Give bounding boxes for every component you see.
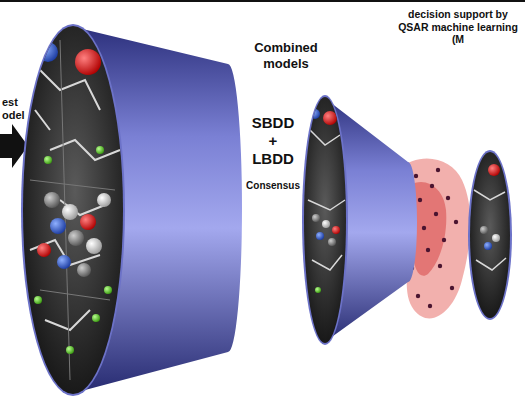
image-ground bbox=[468, 150, 512, 320]
data-point bbox=[430, 184, 434, 188]
atom bbox=[323, 111, 337, 125]
bond-sticks bbox=[474, 190, 506, 270]
data-point bbox=[450, 286, 454, 290]
data-point bbox=[426, 248, 430, 252]
data-point bbox=[418, 198, 422, 202]
data-point bbox=[446, 196, 450, 200]
molecule-image bbox=[20, 20, 130, 400]
image-ground bbox=[300, 95, 350, 345]
data-point bbox=[454, 220, 458, 224]
data-point bbox=[422, 226, 426, 230]
atom bbox=[328, 238, 336, 246]
atom bbox=[492, 234, 500, 242]
atom bbox=[68, 230, 84, 246]
atom bbox=[62, 204, 78, 220]
data-point bbox=[416, 294, 420, 298]
bond-sticks bbox=[308, 130, 345, 270]
data-point bbox=[436, 168, 440, 172]
atom bbox=[50, 218, 66, 234]
consensus-label: Consensus bbox=[244, 180, 302, 192]
atom bbox=[34, 296, 42, 304]
atom bbox=[66, 346, 74, 354]
atom bbox=[97, 193, 111, 207]
atom bbox=[77, 263, 91, 277]
top-rule bbox=[0, 0, 525, 2]
atom bbox=[488, 164, 500, 176]
funnel-rim bbox=[468, 150, 512, 320]
heading-label: Combined models bbox=[244, 40, 328, 71]
atom bbox=[96, 146, 104, 154]
atom bbox=[44, 192, 60, 208]
data-point bbox=[428, 304, 432, 308]
atom bbox=[37, 243, 51, 257]
data-point bbox=[434, 212, 438, 216]
atom bbox=[86, 238, 102, 254]
atom bbox=[310, 109, 320, 119]
atom bbox=[322, 220, 330, 228]
atom bbox=[57, 255, 71, 269]
atom bbox=[38, 42, 58, 62]
pocket-lines bbox=[30, 40, 115, 380]
method-label: SBDD + LBDD bbox=[246, 114, 300, 168]
data-point bbox=[442, 238, 446, 242]
decision-label: decision support by QSAR machine learnin… bbox=[394, 8, 522, 46]
atom bbox=[80, 214, 96, 230]
atom bbox=[75, 49, 101, 75]
data-point bbox=[414, 174, 418, 178]
atom bbox=[315, 287, 321, 293]
data-point bbox=[438, 264, 442, 268]
atom bbox=[312, 214, 320, 222]
cut-label: est odel bbox=[2, 96, 32, 122]
atom bbox=[316, 232, 324, 240]
image-ground bbox=[20, 20, 130, 400]
atom bbox=[480, 226, 488, 234]
molecule-image bbox=[300, 95, 350, 345]
molecule-image bbox=[468, 150, 512, 320]
atom bbox=[92, 314, 100, 322]
atom bbox=[332, 226, 340, 234]
atom bbox=[44, 156, 52, 164]
atom bbox=[104, 286, 112, 294]
atom bbox=[484, 242, 492, 250]
